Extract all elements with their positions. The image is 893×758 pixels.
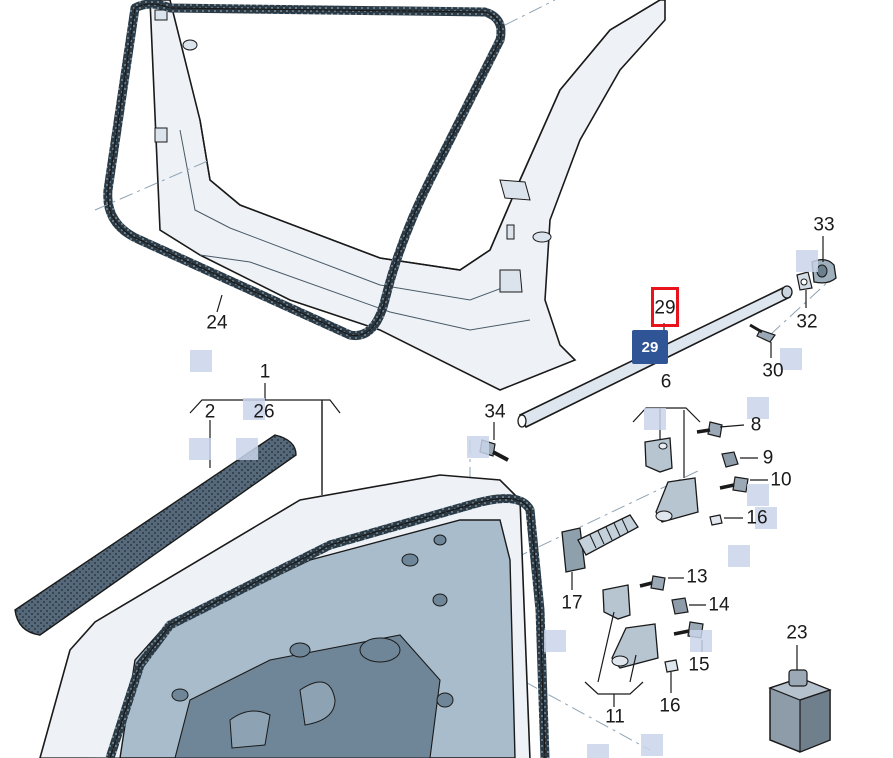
callout-8[interactable]: 8	[750, 414, 762, 436]
callout-26[interactable]: 26	[253, 401, 275, 423]
callout-16-upper[interactable]: 16	[746, 507, 768, 529]
hotspot-16-upper[interactable]	[755, 507, 777, 529]
callout-2[interactable]: 2	[204, 401, 216, 423]
callout-9[interactable]: 9	[762, 447, 774, 469]
hotspot-1[interactable]	[236, 438, 258, 460]
callout-23[interactable]: 23	[786, 622, 808, 644]
callout-10[interactable]: 10	[770, 469, 792, 491]
callout-13[interactable]: 13	[686, 566, 708, 588]
selected-part-badge[interactable]: 29	[632, 330, 668, 364]
callout-14[interactable]: 14	[708, 594, 730, 616]
callout-32[interactable]: 32	[796, 311, 818, 333]
rubber-stop-33	[811, 258, 837, 284]
nut-14	[671, 597, 689, 615]
callout-33[interactable]: 33	[813, 214, 835, 236]
hotspot-6[interactable]	[644, 408, 666, 430]
leader-lines	[189, 236, 824, 707]
bolt-30	[749, 323, 776, 343]
window-seal-strip-2	[14, 434, 297, 636]
callout-11[interactable]: 11	[605, 706, 625, 728]
body-side-frame	[149, 0, 666, 391]
hotspot-33[interactable]	[796, 250, 818, 272]
hotspot-2[interactable]	[189, 438, 211, 460]
washer-32	[796, 271, 813, 291]
hotspot-8[interactable]	[747, 397, 769, 419]
hotspot-13[interactable]	[544, 630, 566, 652]
hotspot-24[interactable]	[190, 350, 212, 372]
sealant-bottle-23	[768, 669, 832, 753]
cap-16-upper	[709, 514, 723, 526]
hotspot-34[interactable]	[467, 436, 489, 458]
callout-6[interactable]: 6	[660, 371, 672, 393]
hotspot-26[interactable]	[243, 398, 265, 420]
hotspot-17[interactable]	[728, 545, 750, 567]
callout-24[interactable]: 24	[206, 312, 228, 334]
callout-15[interactable]: 15	[688, 654, 710, 676]
lower-hinge-11	[602, 584, 659, 669]
hotspot-10[interactable]	[747, 484, 769, 506]
bolt-8	[696, 421, 723, 438]
hotspot-15[interactable]	[690, 630, 712, 652]
hotspot-16-lower[interactable]	[641, 734, 663, 756]
bolt-13	[639, 575, 666, 591]
callout-29[interactable]: 29	[654, 297, 676, 319]
callout-16-lower[interactable]: 16	[659, 695, 681, 717]
cap-16-lower	[664, 659, 679, 673]
door-shell	[39, 400, 531, 758]
bolt-10	[719, 476, 749, 493]
callout-1[interactable]: 1	[259, 361, 271, 383]
upper-hinge-6	[644, 437, 699, 523]
hotspot-11[interactable]	[587, 744, 609, 758]
selected-part-highlight	[651, 287, 679, 327]
nut-9	[721, 451, 739, 468]
callout-34[interactable]: 34	[484, 401, 506, 423]
callout-17[interactable]: 17	[561, 592, 583, 614]
callout-30[interactable]: 30	[762, 360, 784, 382]
hotspot-30[interactable]	[780, 348, 802, 370]
door-check-17	[561, 514, 639, 573]
